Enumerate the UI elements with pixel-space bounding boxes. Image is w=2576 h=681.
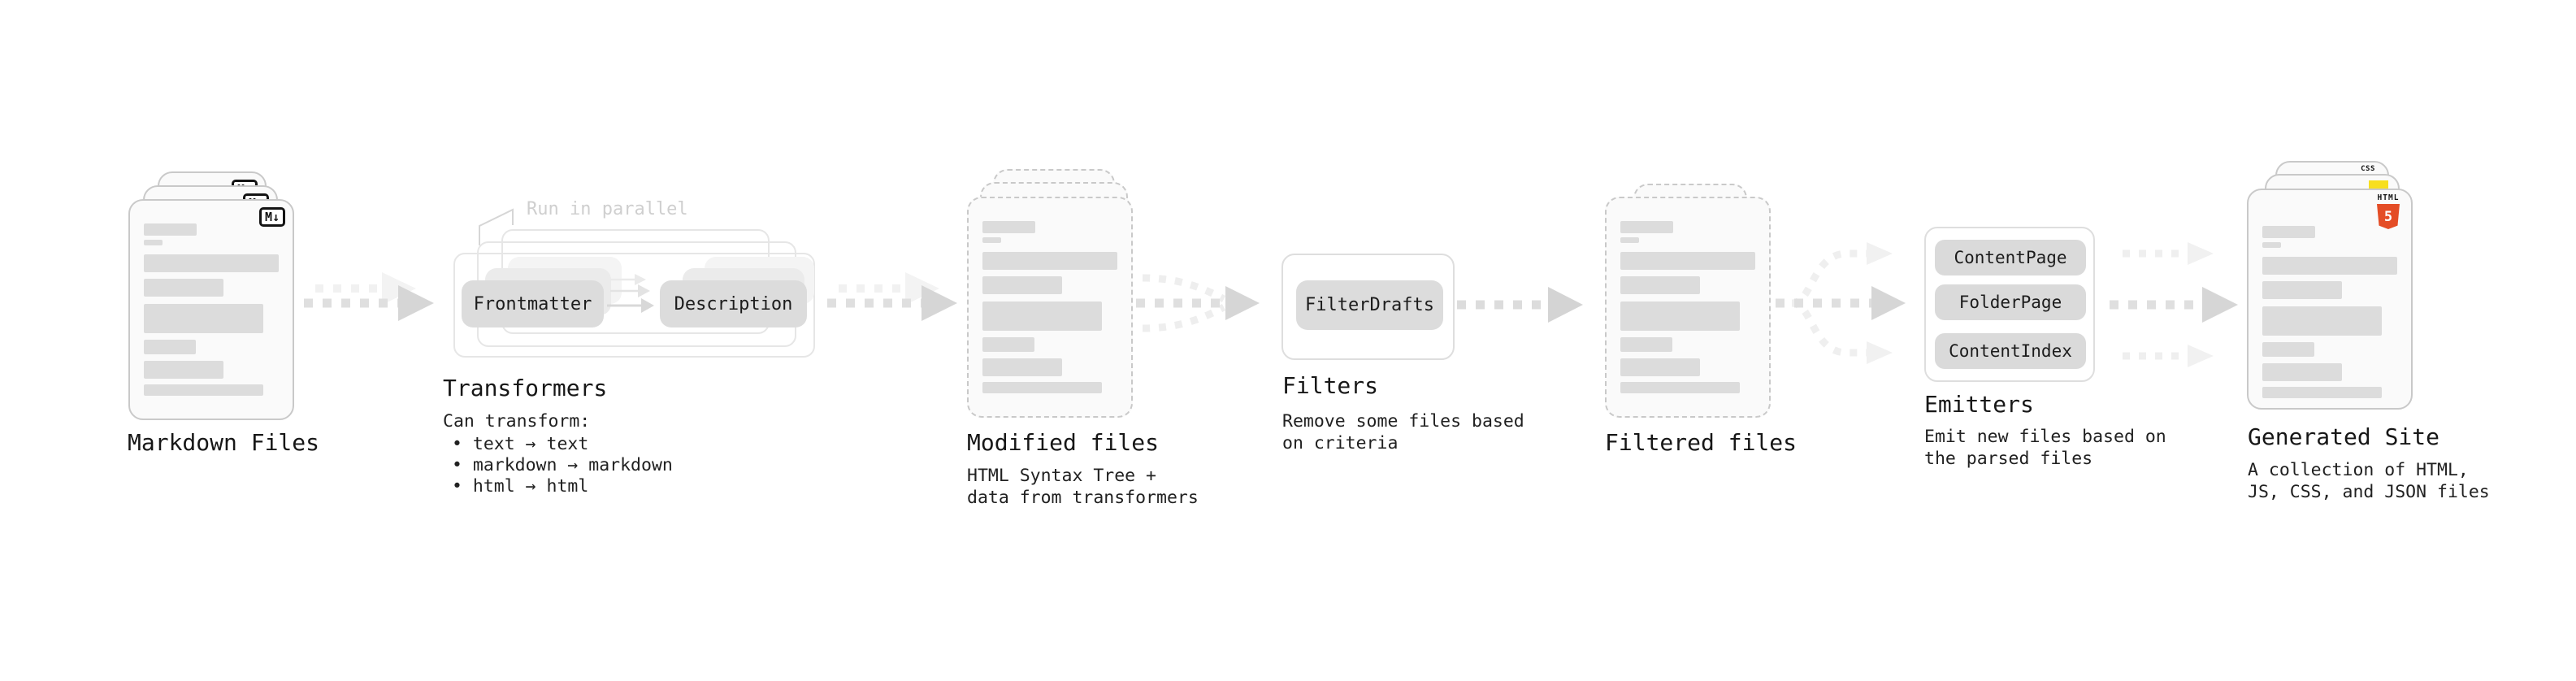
emitters-panel: ContentPage FolderPage ContentIndex (1924, 227, 2095, 382)
filterdrafts-pill: FilterDrafts (1296, 280, 1443, 330)
parallel-mini-arrows (607, 274, 654, 313)
js-icon (2369, 180, 2388, 191)
frontmatter-pill: Frontmatter (462, 280, 604, 327)
emitters-label: Emitters (1924, 391, 2034, 418)
emitters-desc: the parsed files (1924, 449, 2093, 469)
modified-file-card-front (967, 197, 1133, 418)
filters-desc: on criteria (1282, 433, 1399, 453)
transformers-bullet: • text → text (452, 434, 589, 454)
transformer-box-front (453, 253, 815, 358)
emitters-desc: Emit new files based on (1924, 427, 2166, 447)
transformers-desc-title: Can transform: (443, 411, 591, 432)
flow-arrow-filtered-to-emitters (1776, 242, 1906, 364)
flow-arrow-emitters-to-site (2110, 242, 2238, 367)
markdown-files-label: Markdown Files (128, 429, 320, 456)
flow-arrow-modified-to-filters (1136, 274, 1260, 332)
file-content-skeleton (982, 221, 1117, 393)
filters-desc: Remove some files based (1282, 411, 1524, 432)
transformers-bullet: • html → html (452, 476, 589, 497)
flow-arrow-markdown-to-transformers (304, 272, 434, 321)
modified-files-desc: HTML Syntax Tree + (967, 466, 1156, 486)
contentpage-pill: ContentPage (1935, 240, 2086, 275)
filters-panel: FilterDrafts (1281, 254, 1455, 360)
file-content-skeleton (144, 223, 279, 396)
flow-arrow-transformers-to-modified (827, 272, 957, 321)
run-in-parallel-callout-line (479, 208, 514, 245)
site-file-card-html: HTML 5 (2247, 189, 2413, 410)
folderpage-pill: FolderPage (1935, 284, 2086, 320)
transformers-bullet: • markdown → markdown (452, 455, 673, 475)
markdown-icon: M↓ (258, 207, 285, 227)
contentindex-pill: ContentIndex (1935, 333, 2086, 369)
file-content-skeleton (2262, 226, 2397, 398)
generated-site-desc: A collection of HTML, (2248, 460, 2469, 480)
transformers-label: Transformers (443, 375, 608, 401)
filters-label: Filters (1282, 372, 1379, 399)
run-in-parallel-annotation: Run in parallel (527, 199, 688, 219)
flow-arrow-filters-to-filtered (1457, 287, 1583, 323)
generated-site-label: Generated Site (2248, 423, 2440, 450)
modified-files-desc: data from transformers (967, 488, 1199, 508)
file-content-skeleton (1620, 221, 1755, 393)
filtered-files-label: Filtered files (1605, 429, 1798, 456)
modified-files-label: Modified files (967, 429, 1160, 456)
description-pill: Description (660, 280, 807, 327)
generated-site-desc: JS, CSS, and JSON files (2248, 482, 2490, 502)
markdown-file-card-front: M↓ (128, 199, 294, 420)
filtered-file-card-front (1605, 197, 1771, 418)
html5-icon: HTML 5 (2374, 194, 2403, 229)
